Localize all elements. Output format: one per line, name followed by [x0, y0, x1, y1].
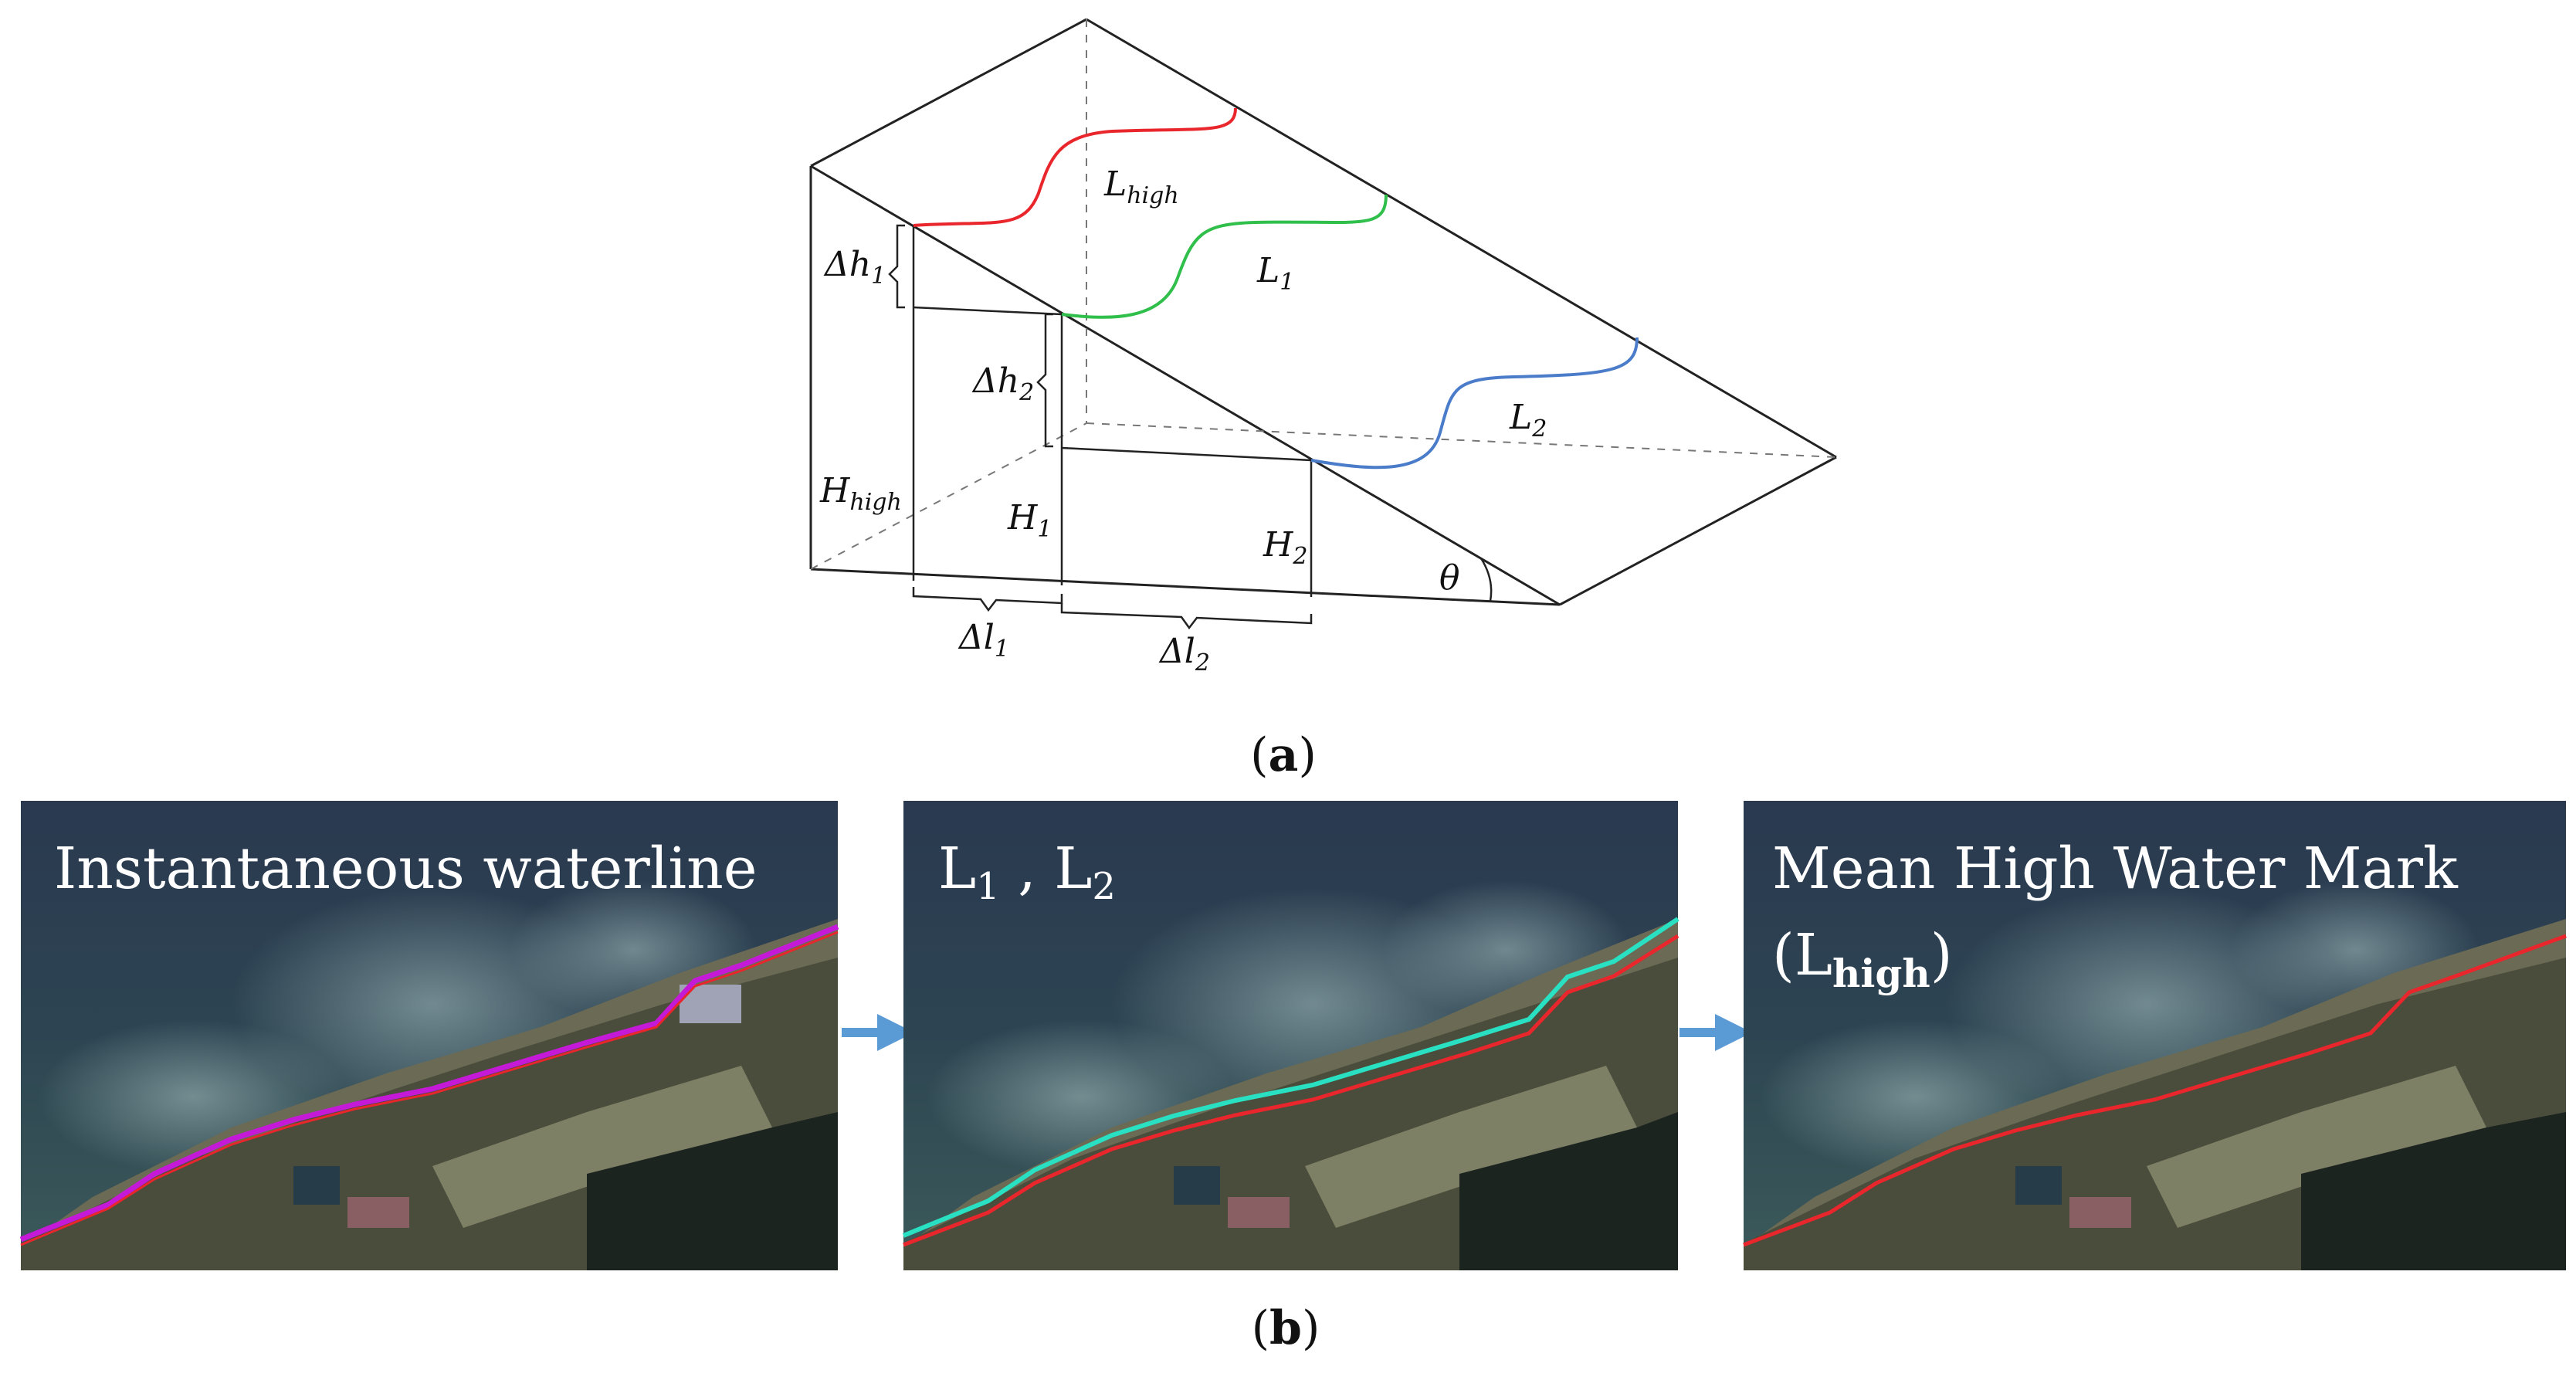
- label-dl1: Δl1: [958, 618, 1009, 663]
- theta-arc: [1480, 558, 1493, 602]
- panel-a-diagram: [809, 18, 1837, 630]
- label-dh1: Δh1: [823, 245, 886, 290]
- right-base-edge: [1559, 456, 1837, 606]
- dl1-bracket: [912, 587, 1063, 612]
- label-l1: L1: [1256, 251, 1294, 296]
- top-back-edge: [810, 18, 1087, 168]
- l2-curve: [1310, 337, 1639, 470]
- image3-title-line1: Mean High Water Mark: [1772, 836, 2459, 902]
- front-base-edge: [810, 568, 1561, 606]
- front-slope-edge: [810, 164, 1561, 606]
- hidden-left-base-edge: [810, 422, 1087, 570]
- satellite-image-instantaneous: Instantaneous waterline: [19, 801, 839, 1270]
- l1-curve: [1061, 194, 1388, 319]
- caption-a: (a): [1250, 728, 1317, 782]
- label-l2: L2: [1509, 398, 1547, 442]
- image2-title: L1 , L2: [938, 836, 1116, 908]
- label-h-high: Hhigh: [819, 471, 902, 516]
- label-dh2: Δh2: [971, 361, 1034, 406]
- satellite-image-mean-high-water-mark: Mean High Water Mark (Lhigh): [1743, 801, 2567, 1270]
- hidden-back-base-edge: [1086, 422, 1837, 458]
- label-h1: H1: [1007, 498, 1052, 543]
- label-dl2: Δl2: [1158, 632, 1210, 676]
- label-l-high: Lhigh: [1103, 164, 1179, 209]
- label-theta: θ: [1439, 558, 1460, 598]
- dh1-bracket: [888, 224, 905, 309]
- satellite-image-l1-l2: L1 , L2: [902, 801, 1679, 1270]
- dl2-bracket: [1060, 603, 1313, 630]
- l-high-curve: [913, 107, 1237, 227]
- caption-b: (b): [1252, 1301, 1320, 1355]
- panel-a-labels: Lhigh L1 L2 Δh1 Δh2 Hhigh H1 H2 θ Δl1 Δl…: [819, 164, 1547, 676]
- dh1-horizontal: [913, 306, 1063, 316]
- dh2-horizontal: [1061, 446, 1312, 462]
- back-slope-edge: [1086, 18, 1837, 459]
- image1-title: Instantaneous waterline: [54, 836, 758, 902]
- label-h2: H2: [1263, 525, 1307, 570]
- dh2-bracket: [1036, 313, 1053, 448]
- image3-title-line2: (Lhigh): [1772, 922, 1953, 996]
